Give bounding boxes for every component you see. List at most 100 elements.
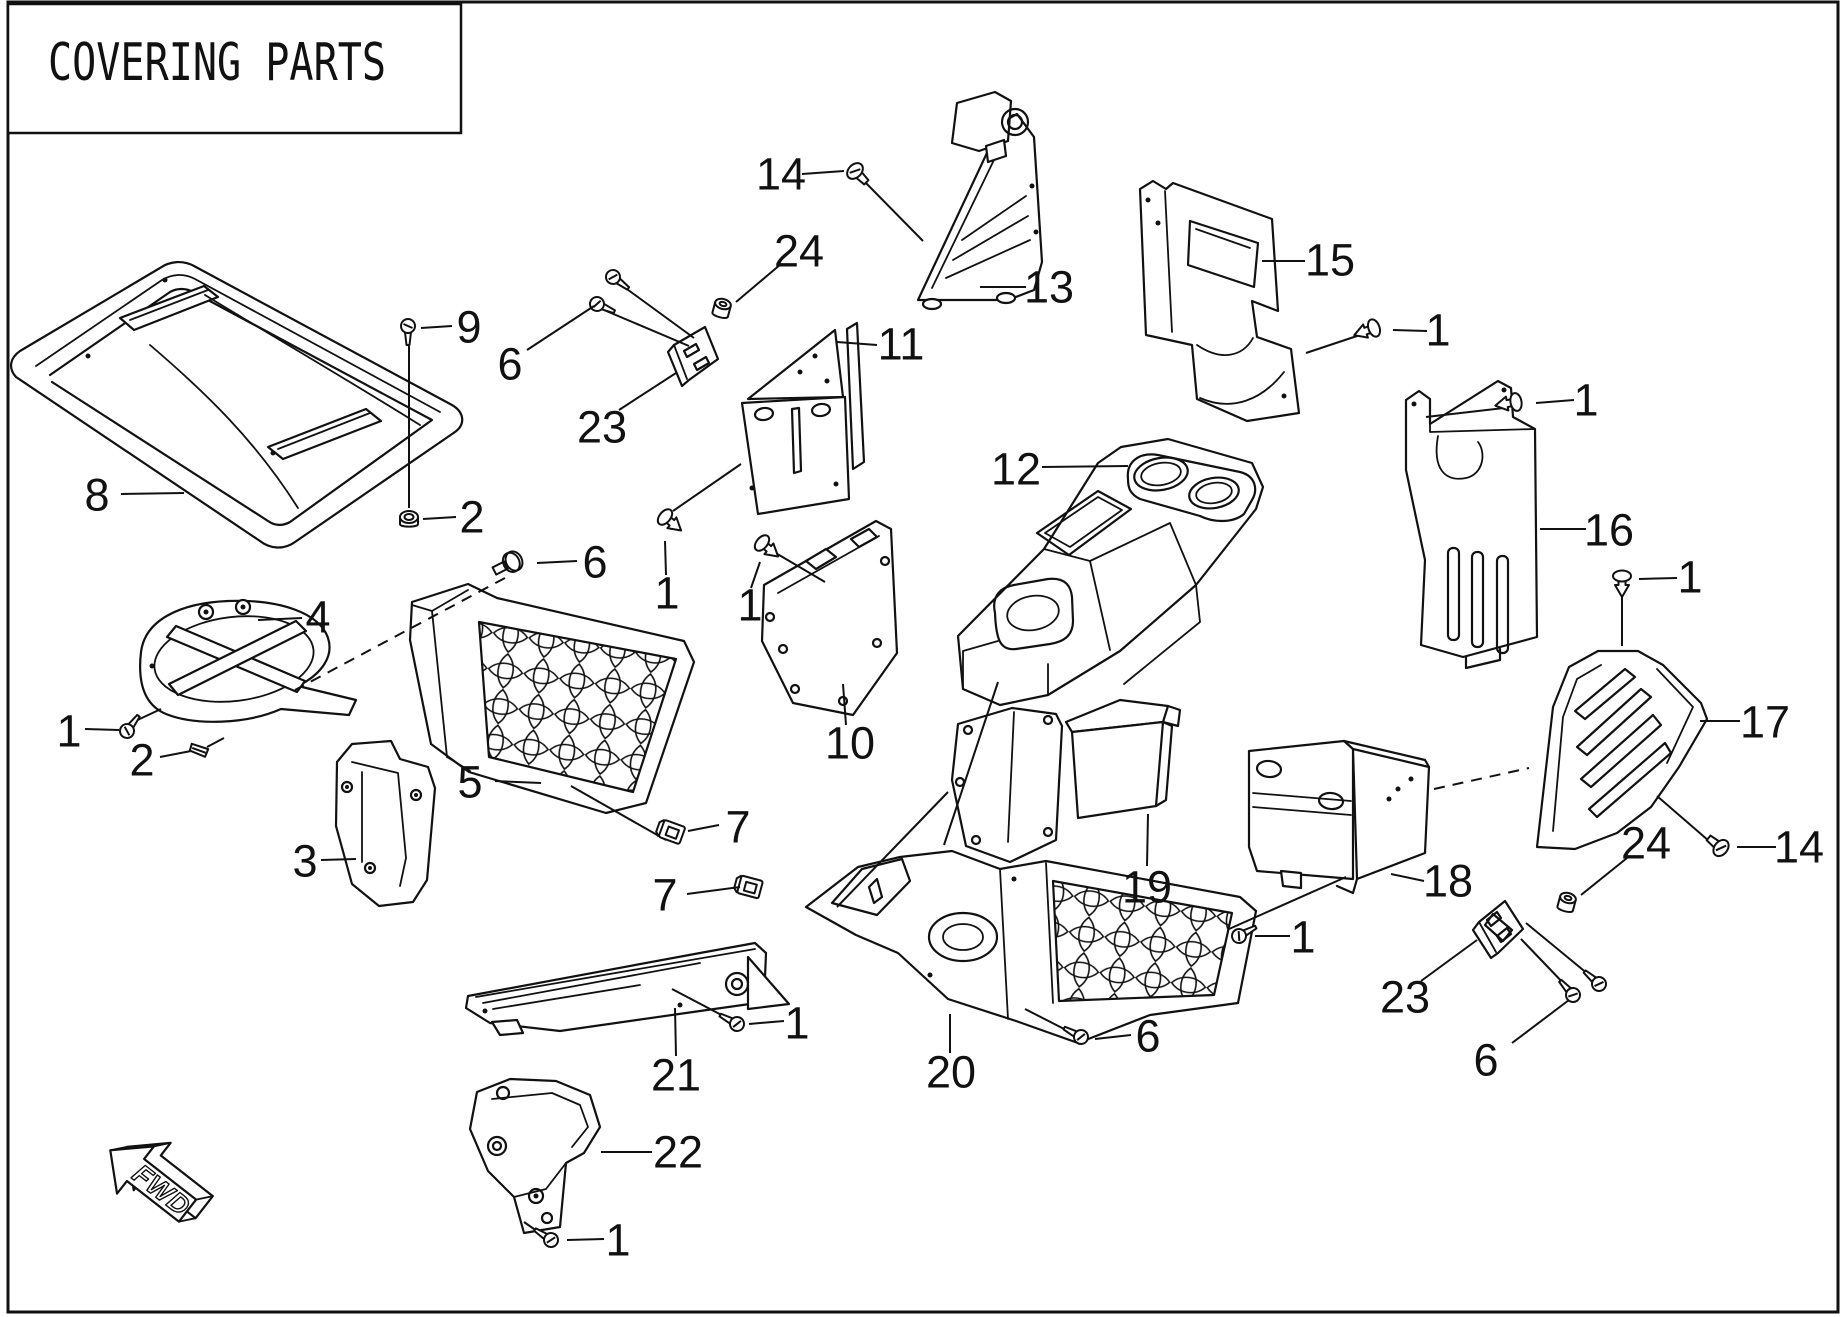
- construction-line: [1433, 767, 1530, 790]
- construction-lines: [128, 178, 1710, 1237]
- part-5-footwell: [408, 582, 696, 815]
- callout-label-1: 1: [784, 998, 809, 1049]
- leader-line: [536, 560, 578, 564]
- title-block: COVERING PARTS: [6, 2, 463, 135]
- leader-line: [618, 372, 677, 411]
- callout-label-1: 1: [1425, 305, 1450, 356]
- leader-line: [120, 492, 185, 495]
- construction-line: [861, 178, 924, 242]
- callout-label-14: 14: [1774, 822, 1824, 873]
- part-22-bracket-cover: [468, 1077, 602, 1235]
- callout-label-9: 9: [456, 302, 481, 353]
- leader-line: [674, 1007, 677, 1057]
- part-3-side-panel: [334, 739, 437, 908]
- callout-label-10: 10: [825, 718, 875, 769]
- leader-line: [748, 1020, 785, 1025]
- leader-line: [1392, 329, 1428, 332]
- part-10-panel: [760, 519, 899, 717]
- fwd-arrow-icon: [109, 1145, 198, 1223]
- callout-label-20: 20: [926, 1047, 976, 1098]
- leader-line: [422, 516, 457, 520]
- construction-line: [1656, 795, 1710, 842]
- callout-label-7: 7: [725, 802, 750, 853]
- callout-label-15: 15: [1305, 235, 1355, 286]
- callout-label-1: 1: [1677, 552, 1702, 603]
- callout-label-2: 2: [129, 735, 154, 786]
- leader-line: [842, 683, 847, 726]
- part-21-sill: [464, 941, 791, 1037]
- callout-label-6: 6: [497, 339, 522, 390]
- leader-line: [664, 540, 667, 576]
- construction-line: [1525, 922, 1595, 980]
- callout-label-1: 1: [1290, 912, 1315, 963]
- leader-line: [494, 780, 542, 784]
- callout-label-1: 1: [654, 568, 679, 619]
- construction-line: [1425, 407, 1505, 418]
- leader-line: [750, 561, 761, 589]
- construction-line: [619, 283, 695, 339]
- leader-line: [526, 305, 595, 351]
- callout-label-18: 18: [1423, 856, 1473, 907]
- callout-label-1: 1: [737, 580, 762, 631]
- callout-label-6: 6: [1473, 1035, 1498, 1086]
- callout-label-1: 1: [605, 1215, 630, 1266]
- part-19-panel-assy: [950, 698, 1182, 864]
- leader-line: [1580, 857, 1628, 896]
- callout-label-12: 12: [991, 444, 1041, 495]
- part-11-panel: [740, 321, 866, 516]
- callout-label-16: 16: [1584, 505, 1634, 556]
- part-18-under-panel: [1247, 739, 1431, 895]
- callout-label-6: 6: [1135, 1011, 1160, 1062]
- leader-line: [420, 325, 453, 329]
- leader-line: [566, 1238, 605, 1241]
- callout-label-23: 23: [577, 402, 627, 453]
- part-15-inner-panel: [1138, 179, 1301, 423]
- callout-label-4: 4: [305, 592, 330, 643]
- leader-line: [320, 858, 357, 861]
- callout-label-23: 23: [1380, 972, 1430, 1023]
- callout-label-21: 21: [651, 1050, 701, 1101]
- callout-label-6: 6: [582, 537, 607, 588]
- leader-line: [686, 886, 741, 895]
- leader-line: [159, 750, 192, 758]
- callout-label-7: 7: [652, 870, 677, 921]
- leader-line: [1638, 577, 1678, 580]
- fastener-nut-icon: [399, 510, 419, 528]
- callout-label-11: 11: [878, 319, 925, 370]
- construction-line: [1305, 333, 1364, 354]
- construction-line: [206, 737, 225, 748]
- callout-label-2: 2: [459, 492, 484, 543]
- leader-line: [687, 824, 720, 832]
- callout-label-3: 3: [292, 836, 317, 887]
- leader-line: [84, 728, 120, 731]
- leader-line: [1146, 813, 1149, 867]
- callout-label-5: 5: [457, 757, 482, 808]
- part-12-console: [956, 437, 1265, 707]
- construction-line: [773, 551, 826, 583]
- part-20-floor-panel: [804, 849, 1258, 1045]
- part-4-front-cover: [139, 598, 358, 723]
- callout-label-1: 1: [1573, 375, 1598, 426]
- leader-line: [257, 617, 303, 621]
- leader-line: [1511, 999, 1570, 1044]
- callout-label-24: 24: [774, 226, 824, 277]
- callout-label-14: 14: [756, 149, 806, 200]
- construction-line: [836, 791, 949, 908]
- leader-line: [801, 170, 845, 175]
- construction-line: [672, 463, 742, 512]
- callout-label-1: 1: [56, 706, 81, 757]
- callout-label-8: 8: [84, 470, 109, 521]
- part-16-rear-panel: [1404, 379, 1539, 670]
- leader-line: [1041, 465, 1129, 468]
- construction-line: [603, 309, 690, 347]
- callout-label-24: 24: [1621, 818, 1671, 869]
- callout-label-19: 19: [1122, 862, 1172, 913]
- page-title: COVERING PARTS: [48, 33, 386, 93]
- leader-line: [836, 341, 878, 346]
- leader-line: [1390, 873, 1425, 882]
- construction-line: [294, 577, 506, 691]
- leader-line: [1094, 1034, 1132, 1040]
- title-box: [6, 2, 463, 135]
